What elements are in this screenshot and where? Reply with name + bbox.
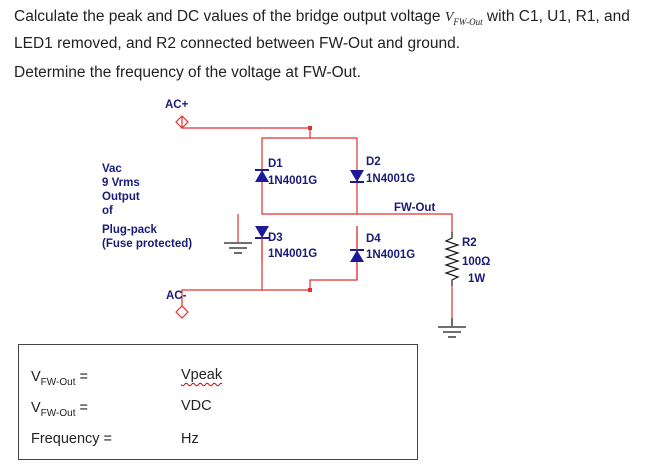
ac-plus-label: AC+ [165, 99, 189, 111]
ac-minus-label: AC- [166, 290, 187, 302]
d3-name: D3 [268, 232, 283, 244]
d2-part: 1N4001G [366, 173, 415, 185]
vdc-unit: VDC [181, 398, 212, 414]
d2-name: D2 [366, 156, 381, 168]
diode-d1-symbol [255, 169, 269, 182]
frequency-label: Frequency = [31, 431, 113, 447]
vpeak-label: VFW-Out = [31, 369, 88, 388]
r2-name: R2 [462, 237, 477, 249]
junction-dots [308, 126, 312, 292]
source-label-line: 9 Vrms [102, 177, 140, 189]
variable-symbol: V [31, 400, 41, 416]
bridge-rectifier-schematic: AC+ AC- Vac 9 Vrms Output of Plug-pack (… [102, 99, 490, 338]
source-label-line: Vac [102, 163, 122, 175]
r2-value: 100Ω [462, 256, 490, 268]
vdc-label: VFW-Out = [31, 400, 88, 419]
d4-part: 1N4001G [366, 249, 415, 261]
ground-symbol-right [438, 318, 466, 338]
ac-minus-terminal [175, 305, 189, 319]
d3-part: 1N4001G [268, 248, 317, 260]
equals-sign: = [75, 369, 88, 385]
diode-d4-symbol [350, 249, 364, 262]
diode-d3-symbol [255, 226, 269, 239]
source-label-line: (Fuse protected) [102, 238, 192, 250]
d1-name: D1 [268, 158, 283, 170]
fw-out-label: FW-Out [394, 202, 435, 214]
diode-d2-symbol [350, 170, 364, 183]
variable-symbol: V [444, 10, 454, 25]
equals-sign: = [75, 400, 88, 416]
variable-subscript: FW-Out [40, 407, 76, 419]
d4-name: D4 [366, 233, 381, 245]
ac-plus-terminal [175, 115, 189, 129]
circuit-wires [181, 116, 453, 318]
resistor-r2-symbol [444, 232, 460, 286]
source-label-line: Plug-pack [102, 224, 158, 236]
variable-symbol: V [31, 369, 41, 385]
r2-power: 1W [468, 273, 485, 285]
frequency-question: Determine the frequency of the voltage a… [14, 64, 361, 81]
answer-box: VFW-Out = Vpeak VFW-Out = VDC Frequency … [18, 344, 418, 460]
question-text: Calculate the peak and DC values of the … [14, 6, 639, 55]
source-label-line: Output [102, 191, 140, 203]
d1-part: 1N4001G [268, 175, 317, 187]
frequency-unit: Hz [181, 431, 199, 447]
variable-subscript: FW-Out [453, 16, 483, 27]
voltage-variable: VFW-Out [444, 10, 483, 27]
question-text-part: Calculate the peak and DC values of the … [14, 8, 445, 25]
ground-symbol-left [224, 242, 252, 254]
question-text-part: with C1, U1, R1, and LED1 removed, and R… [14, 8, 630, 52]
source-label-line: of [102, 205, 113, 217]
variable-subscript: FW-Out [40, 376, 76, 388]
source-label: Vac 9 Vrms Output of Plug-pack (Fuse pro… [102, 163, 192, 250]
vpeak-unit: Vpeak [181, 367, 223, 383]
